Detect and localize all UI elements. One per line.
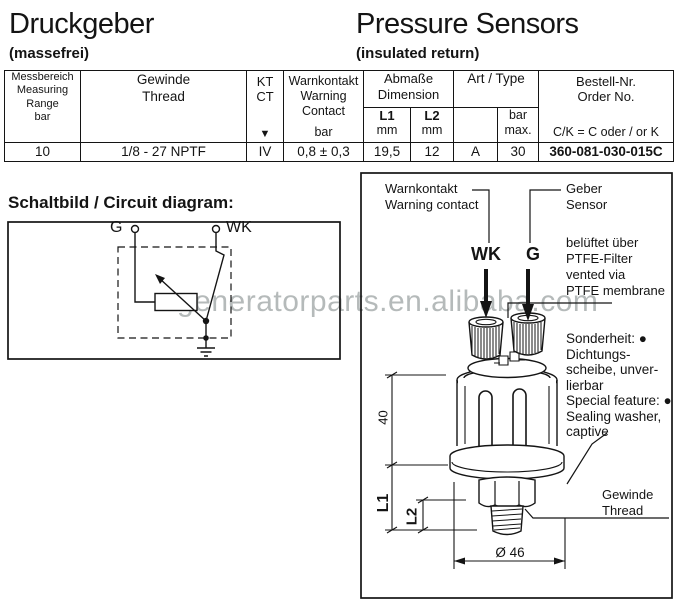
- circuit-label-g: G: [110, 219, 123, 236]
- header-art-blank: [453, 106, 499, 143]
- cell-range: 10: [4, 142, 81, 162]
- sensor-housing-dashed-box: [117, 246, 232, 339]
- cell-l1: 19,5: [363, 142, 411, 162]
- variable-arrow-line: [158, 277, 207, 322]
- header-l1: L1 mm: [363, 106, 411, 143]
- cell-warning: 0,8 ± 0,3: [283, 142, 364, 162]
- circuit-border: [7, 221, 341, 360]
- header-measuring-range: Messbereich Measuring Range bar: [4, 70, 81, 143]
- cell-order-number: 360-081-030-015C: [538, 142, 675, 162]
- thread-label: Gewinde Thread: [602, 487, 654, 518]
- cell-thread: 1/8 - 27 NPTF: [80, 142, 247, 162]
- spec-table: Messbereich Measuring Range bar Gewinde …: [4, 70, 675, 162]
- down-triangle-icon: ▼: [259, 128, 271, 140]
- flange-washer: [449, 444, 565, 480]
- dim-l2-label: L2: [403, 507, 421, 526]
- hex-nut: [478, 476, 536, 509]
- cell-art: A: [453, 142, 499, 162]
- terminal-wk-circle: [211, 224, 221, 234]
- wk-arrowhead: [480, 301, 492, 318]
- vent-label: belüftet über PTFE-Filter vented via PTF…: [566, 235, 665, 298]
- table-row: 10 1/8 - 27 NPTF IV 0,8 ± 0,3 19,5 12 A …: [4, 142, 675, 162]
- terminal-g-circle: [130, 224, 140, 234]
- header-thread: Gewinde Thread: [80, 70, 247, 143]
- body-sides: [456, 380, 558, 446]
- header-bar-max: bar max.: [497, 106, 540, 143]
- junction-dot: [203, 335, 209, 341]
- sensor-figure: [360, 172, 673, 599]
- thread-lines: [491, 508, 523, 531]
- flange-inner-line: [451, 461, 563, 473]
- order-code-note: C/K = C oder / or K: [553, 125, 659, 139]
- dim-extension-lines: [385, 374, 477, 531]
- special-feature-label: Sonderheit: ● Dichtungs- scheibe, unver-…: [566, 331, 672, 439]
- subtitle-german: (massefrei): [9, 45, 90, 62]
- thread-leader: [524, 508, 669, 519]
- dim-diameter-label: Ø 46: [495, 545, 525, 560]
- header-l2: L2 mm: [409, 106, 455, 143]
- sensor-leader: [529, 189, 561, 243]
- sensor-label: Geber Sensor: [566, 181, 608, 212]
- junction-dot: [202, 317, 210, 325]
- body-facets: [464, 386, 550, 444]
- warning-contact-leader: [472, 189, 490, 243]
- dia-arrow-right: [554, 557, 565, 565]
- circuit-heading: Schaltbild / Circuit diagram:: [8, 193, 234, 212]
- wk-terminal-label: WK: [471, 244, 501, 264]
- header-dimension: Abmaße Dimension: [362, 70, 455, 108]
- variable-arrowhead: [155, 274, 165, 284]
- dim-diameter-line: [453, 482, 566, 569]
- cell-l2: 12: [409, 142, 455, 162]
- g-terminal-label: G: [525, 244, 540, 264]
- header-kt-ct: KT CT ▼: [246, 70, 284, 143]
- title-english: Pressure Sensors: [356, 8, 579, 40]
- dia-arrow-left: [454, 557, 465, 565]
- dimension-lines: [385, 371, 566, 569]
- hex-nut-facets: [494, 481, 520, 505]
- captive-pointer: [566, 432, 608, 485]
- ground-symbol: [197, 321, 215, 357]
- terminal-base-details: [494, 351, 525, 366]
- figure-border: [360, 172, 673, 599]
- g-cap-knurling: [513, 322, 542, 354]
- cell-kt: IV: [246, 142, 284, 162]
- circuit-label-wk: WK: [226, 219, 252, 236]
- title-german: Druckgeber: [9, 8, 154, 40]
- wk-cap-top: [468, 316, 504, 328]
- vent-leader: [507, 302, 612, 318]
- dim-l1-label: L1: [375, 493, 392, 513]
- subtitle-english: (insulated return): [356, 45, 480, 62]
- circuit-diagram: [7, 221, 341, 360]
- switch-blade: [205, 233, 225, 322]
- wk-cap-top-inner: [475, 318, 497, 326]
- dim-40-label: 40: [375, 410, 391, 425]
- warning-contact-label: Warnkontakt Warning contact: [385, 181, 479, 212]
- dim-l2-line: [416, 496, 466, 534]
- cell-bar-max: 30: [497, 142, 540, 162]
- wk-cap-knurling: [471, 326, 500, 358]
- header-warning-contact: Warnkontakt Warning Contact bar: [283, 70, 364, 143]
- g-arrowhead: [522, 304, 534, 321]
- dim-ticks: [386, 371, 398, 534]
- header-art-type: Art / Type: [453, 70, 540, 108]
- header-order-no: Bestell-Nr. Order No. C/K = C oder / or …: [538, 70, 675, 143]
- g-wire: [134, 232, 155, 303]
